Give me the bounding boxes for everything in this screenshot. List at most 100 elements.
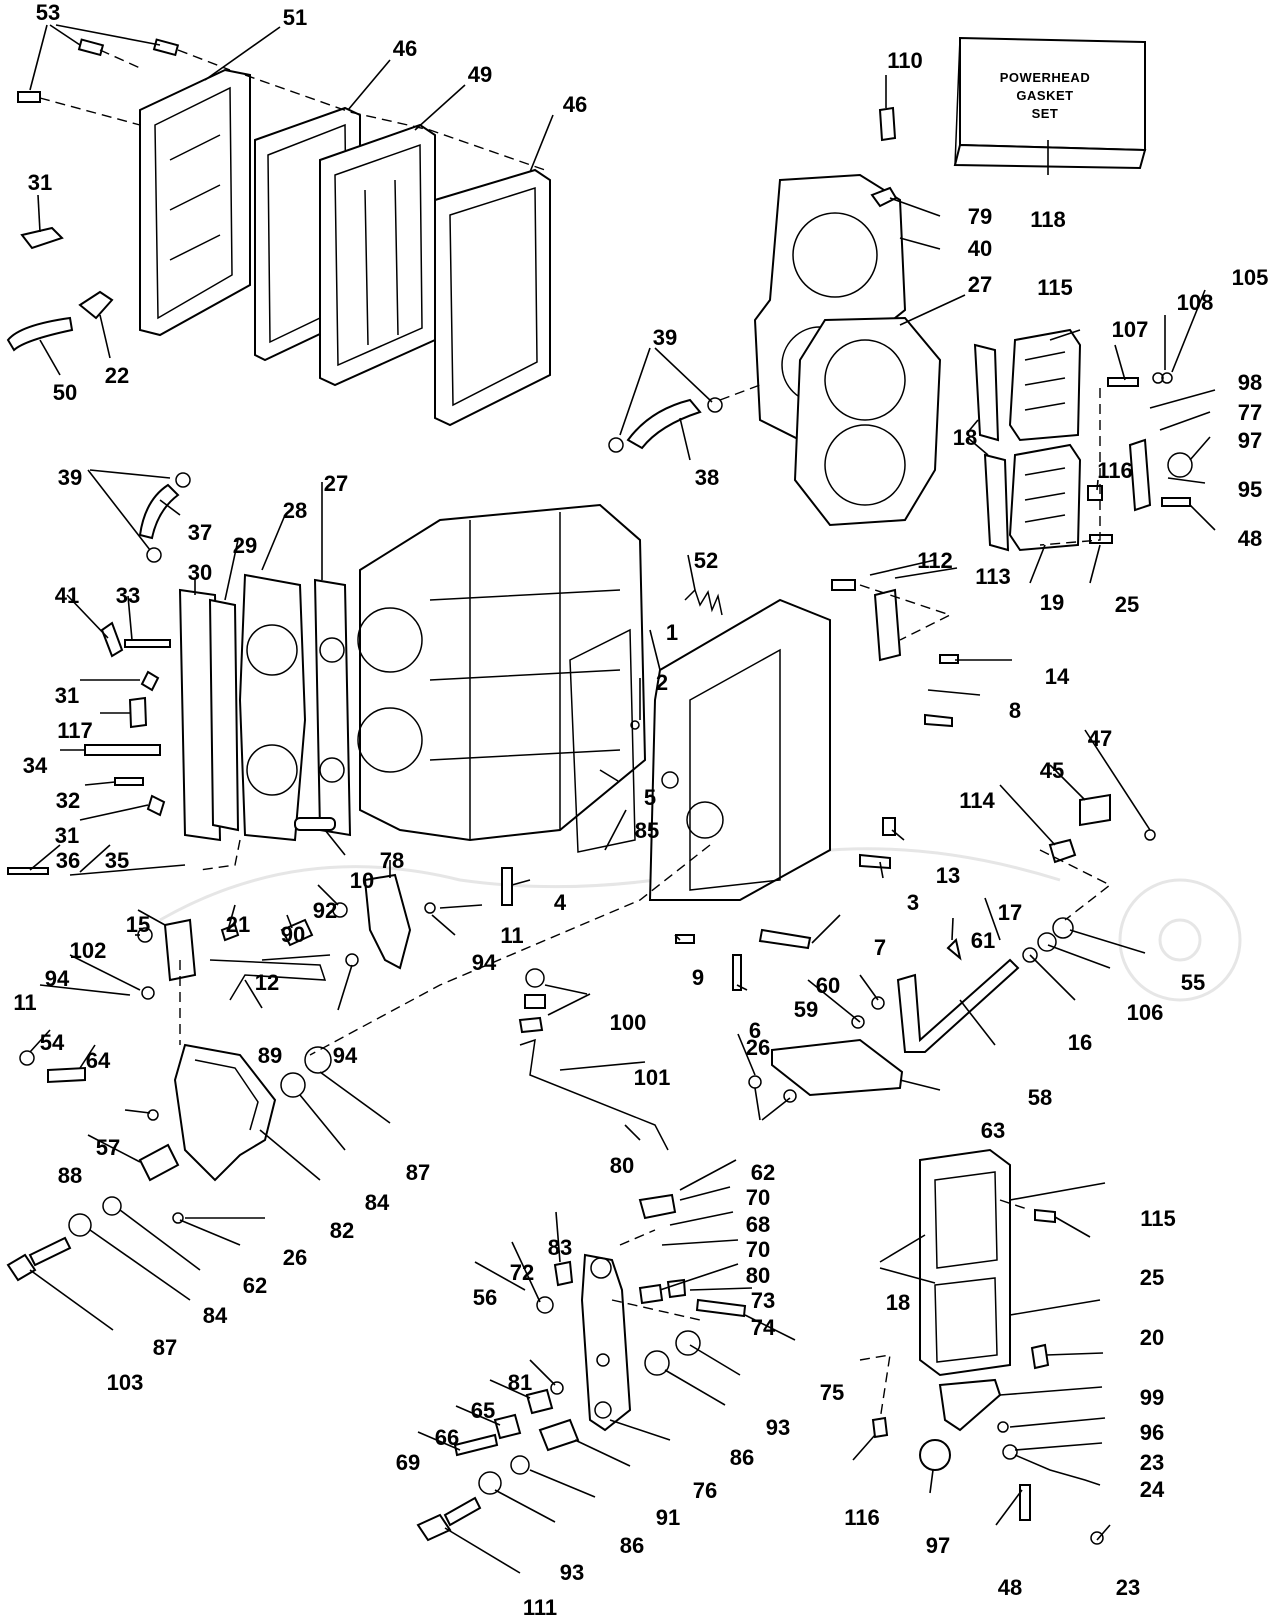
callout-25: 25 <box>1140 1265 1164 1290</box>
linkage-45-114 <box>1048 793 1156 864</box>
callout-118: 118 <box>1030 207 1066 232</box>
callout-95: 95 <box>1238 477 1262 502</box>
callout-35: 35 <box>105 848 129 873</box>
callout-103: 103 <box>107 1370 144 1395</box>
crankcase-cover <box>648 598 831 901</box>
sleeve-88 <box>138 1143 180 1182</box>
callout-112: 112 <box>917 548 953 573</box>
callout-68: 68 <box>746 1212 770 1237</box>
bracket-78 <box>363 873 412 970</box>
callout-116: 116 <box>1097 458 1133 483</box>
callout-18: 18 <box>886 1290 910 1315</box>
callout-80: 80 <box>746 1263 770 1288</box>
callout-77: 77 <box>1238 400 1262 425</box>
callout-27: 27 <box>968 272 992 297</box>
watermark <box>159 847 1242 1002</box>
ground-strap-24 <box>997 1421 1104 1545</box>
callout-12: 12 <box>255 970 279 995</box>
reed-assembly-lower <box>919 1148 1056 1377</box>
callout-6: 6 <box>749 1018 761 1043</box>
callout-61: 61 <box>971 928 995 953</box>
callout-91: 91 <box>656 1505 680 1530</box>
callout-19: 19 <box>1040 590 1064 615</box>
callout-54: 54 <box>40 1030 65 1055</box>
callout-88: 88 <box>58 1163 82 1188</box>
box-label-line1: POWERHEAD <box>1000 70 1090 85</box>
callout-33: 33 <box>116 583 140 608</box>
callout-2: 2 <box>656 670 668 695</box>
callout-23: 23 <box>1140 1450 1164 1475</box>
callout-105: 105 <box>1232 265 1269 290</box>
fitting-110 <box>878 106 897 142</box>
bracket-113-112 <box>831 579 959 664</box>
bracket-82 <box>173 1043 277 1182</box>
spring-52 <box>684 588 723 616</box>
callout-27: 27 <box>324 471 348 496</box>
small-hardware-left <box>19 902 436 1084</box>
callout-23: 23 <box>1116 1575 1140 1600</box>
callout-57: 57 <box>96 1135 120 1160</box>
callout-97: 97 <box>926 1533 950 1558</box>
callout-65: 65 <box>471 1398 495 1423</box>
box-label-line3: SET <box>1032 106 1059 121</box>
callout-9: 9 <box>692 965 704 990</box>
callout-18: 18 <box>953 425 977 450</box>
callout-82: 82 <box>330 1218 354 1243</box>
callout-97: 97 <box>1238 428 1262 453</box>
callout-78: 78 <box>380 848 404 873</box>
seal-wire-85 <box>569 628 636 853</box>
callout-72: 72 <box>510 1260 534 1285</box>
callout-94: 94 <box>45 966 70 991</box>
gasket-27-left <box>313 578 352 837</box>
callout-20: 20 <box>1140 1325 1164 1350</box>
hose-38-clamps-39 <box>608 397 723 453</box>
callout-58: 58 <box>1028 1085 1052 1110</box>
callout-11: 11 <box>500 923 523 948</box>
callout-70: 70 <box>746 1237 770 1262</box>
callout-24: 24 <box>1140 1477 1165 1502</box>
callout-92: 92 <box>313 898 337 923</box>
callout-93: 93 <box>766 1415 790 1440</box>
callout-87: 87 <box>406 1160 430 1185</box>
bushings-84-87 <box>68 1046 332 1237</box>
callout-115: 115 <box>1140 1206 1176 1231</box>
callout-31: 31 <box>28 170 52 195</box>
callout-4: 4 <box>554 890 567 915</box>
crankcase-block <box>357 503 647 842</box>
bracket-63 <box>771 1038 904 1097</box>
shift-rod-58 <box>896 958 1020 1053</box>
callout-84: 84 <box>365 1190 390 1215</box>
callout-39: 39 <box>653 325 677 350</box>
cover-29-30 <box>178 588 240 842</box>
callout-62: 62 <box>243 1273 267 1298</box>
reed-block-115-upper <box>1008 328 1082 442</box>
gasket-46-b <box>434 168 551 427</box>
callout-66: 66 <box>435 1425 459 1450</box>
callout-29: 29 <box>233 533 257 558</box>
callout-16: 16 <box>1068 1030 1092 1055</box>
callout-101: 101 <box>634 1065 671 1090</box>
callout-76: 76 <box>693 1478 717 1503</box>
callout-10: 10 <box>350 868 374 893</box>
rod-101-fittings-100 <box>518 968 669 1151</box>
callout-labels: 53 51 46 49 46 110 31 22 50 79 40 27 115… <box>13 0 1268 1619</box>
callout-8: 8 <box>1009 698 1021 723</box>
callout-86: 86 <box>730 1445 754 1470</box>
reed-block-19-lower <box>1008 443 1082 552</box>
callout-40: 40 <box>968 236 992 261</box>
callout-116: 116 <box>844 1505 880 1530</box>
throttle-arm-76 <box>580 1253 632 1432</box>
callout-79: 79 <box>968 204 992 229</box>
callout-34: 34 <box>23 753 48 778</box>
callout-14: 14 <box>1045 664 1070 689</box>
callout-64: 64 <box>86 1048 111 1073</box>
callout-74: 74 <box>751 1315 776 1340</box>
lower-center-hardware <box>416 1193 747 1542</box>
callout-30: 30 <box>188 560 212 585</box>
callout-94: 94 <box>333 1043 358 1068</box>
callout-11: 11 <box>13 990 36 1015</box>
callout-69: 69 <box>396 1450 420 1475</box>
callout-110: 110 <box>887 48 923 73</box>
callout-25: 25 <box>1115 592 1139 617</box>
callout-41: 41 <box>55 583 79 608</box>
